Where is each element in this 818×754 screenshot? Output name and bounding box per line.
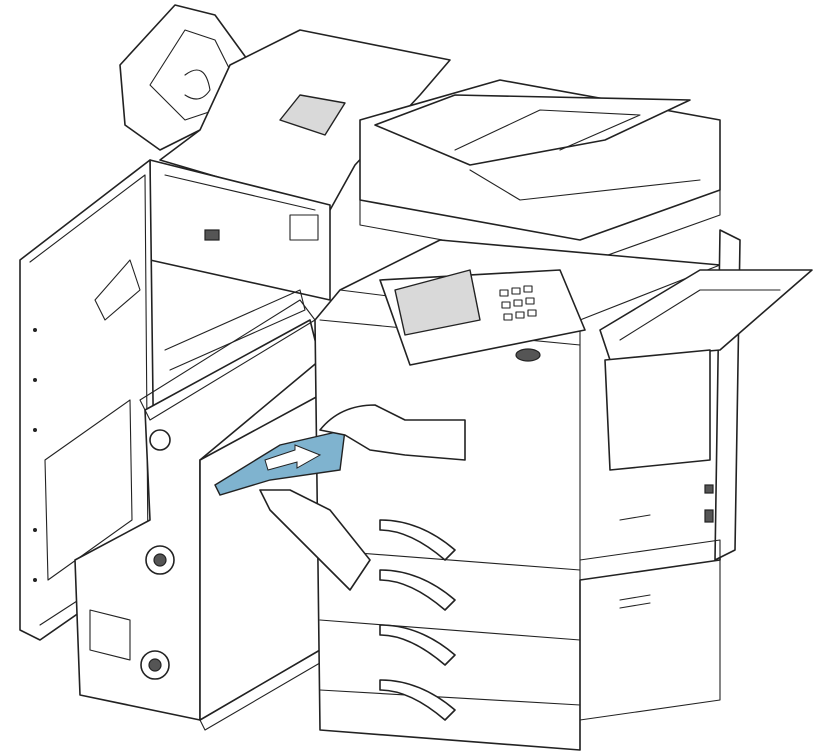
document-feeder — [359, 79, 721, 266]
power-socket — [704, 509, 714, 523]
finisher-indicator — [204, 229, 220, 241]
power-switch[interactable] — [704, 484, 714, 494]
left-hand — [259, 489, 371, 591]
output-tray — [599, 269, 813, 471]
finisher-front-door-open — [19, 159, 156, 641]
finisher-latch — [289, 214, 319, 241]
arrow-icon — [264, 444, 322, 471]
hands — [259, 404, 466, 591]
finisher-knob — [149, 429, 171, 451]
jammed-paper — [214, 429, 346, 496]
start-button[interactable] — [515, 348, 541, 362]
paper-tray-handles[interactable] — [379, 519, 456, 721]
finisher-upper-body — [149, 29, 451, 301]
control-panel[interactable] — [379, 269, 586, 366]
right-hand — [319, 404, 466, 461]
touch-screen[interactable] — [394, 269, 481, 336]
